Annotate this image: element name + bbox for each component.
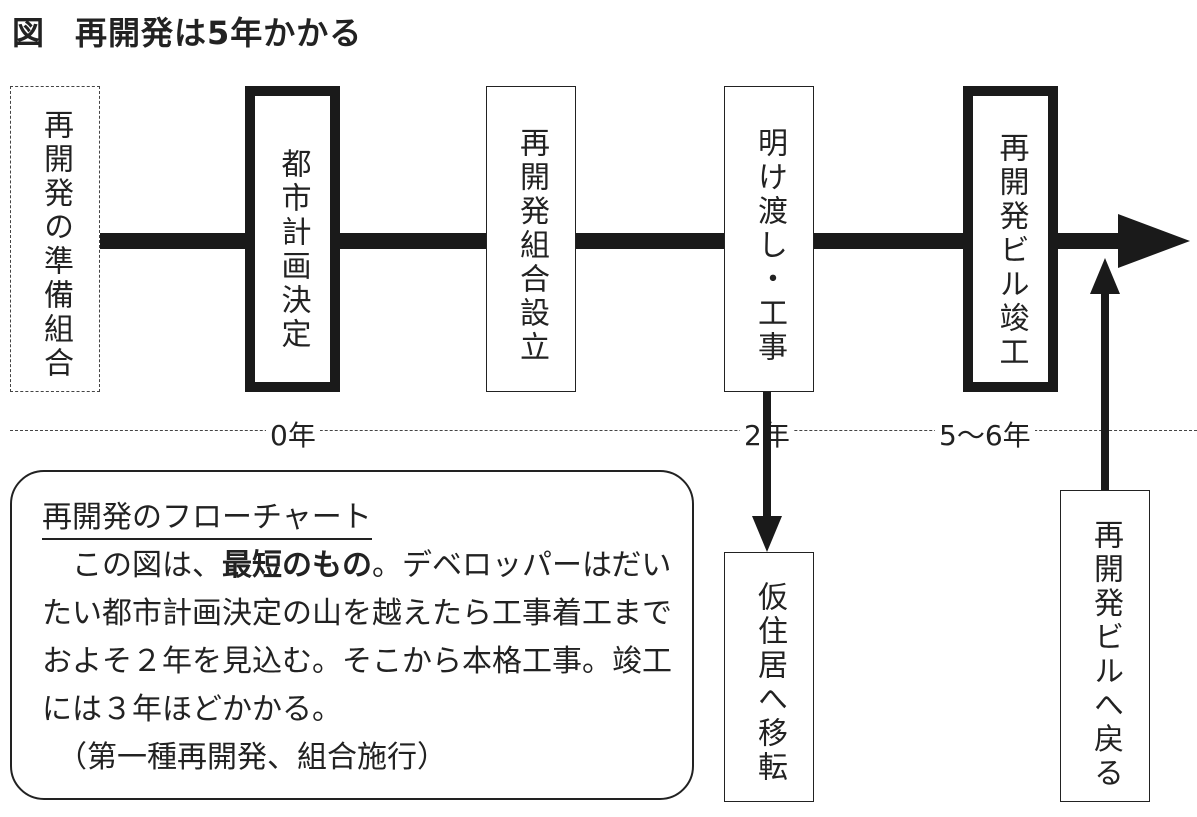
figure-label: 図 <box>12 14 46 52</box>
timeline-axis <box>10 430 1197 431</box>
timeline-mark-5-6: 5～6年 <box>935 414 1035 454</box>
note-text: 。デベロッパーはだいたい都市計画決定の山を越えたら工事着工までおよそ２年を見込む… <box>42 548 672 727</box>
main-flow-line <box>100 233 1130 249</box>
note-text: この図は、 <box>42 548 222 583</box>
main-flow-arrowhead <box>1118 214 1190 268</box>
return-arrow-line <box>1101 290 1109 490</box>
note-heading: 再開発のフローチャート <box>42 492 372 540</box>
step-return-to-building: 再開発ビルへ戻る <box>1060 490 1150 802</box>
return-arrowhead <box>1090 258 1120 294</box>
step-building-completion: 再開発ビル竣工 <box>963 86 1058 392</box>
step-preparation-association: 再開発の準備組合 <box>10 86 100 392</box>
step-label: 再開発ビル竣工 <box>993 132 1029 370</box>
step-label: 再開発組合設立 <box>514 127 549 365</box>
step-label: 再開発ビルへ戻る <box>1088 519 1123 791</box>
step-label: 仮住居へ移転 <box>752 581 787 785</box>
figure-title: 図再開発は5年かかる <box>12 8 362 54</box>
step-association-establishment: 再開発組合設立 <box>486 86 576 392</box>
explanation-note: 再開発のフローチャート この図は、最短のもの。デベロッパーはだいたい都市計画決定… <box>10 470 694 800</box>
step-label: 都市計画決定 <box>275 148 311 352</box>
note-emphasis: 最短のもの <box>222 548 372 583</box>
timeline-mark-0: 0年 <box>266 414 320 454</box>
note-footnote: （第一種再開発、組合施行） <box>42 740 447 775</box>
relocate-arrow-line <box>763 392 771 522</box>
step-label: 再開発の準備組合 <box>38 109 73 381</box>
figure-title-text: 再開発は5年かかる <box>75 14 363 52</box>
step-label: 明け渡し・工事 <box>752 127 787 365</box>
step-temporary-housing: 仮住居へ移転 <box>724 552 814 802</box>
step-urban-planning-decision: 都市計画決定 <box>245 86 340 392</box>
relocate-arrowhead <box>752 516 782 552</box>
step-handover-construction: 明け渡し・工事 <box>724 86 814 392</box>
note-body: この図は、最短のもの。デベロッパーはだいたい都市計画決定の山を越えたら工事着工ま… <box>42 542 672 782</box>
